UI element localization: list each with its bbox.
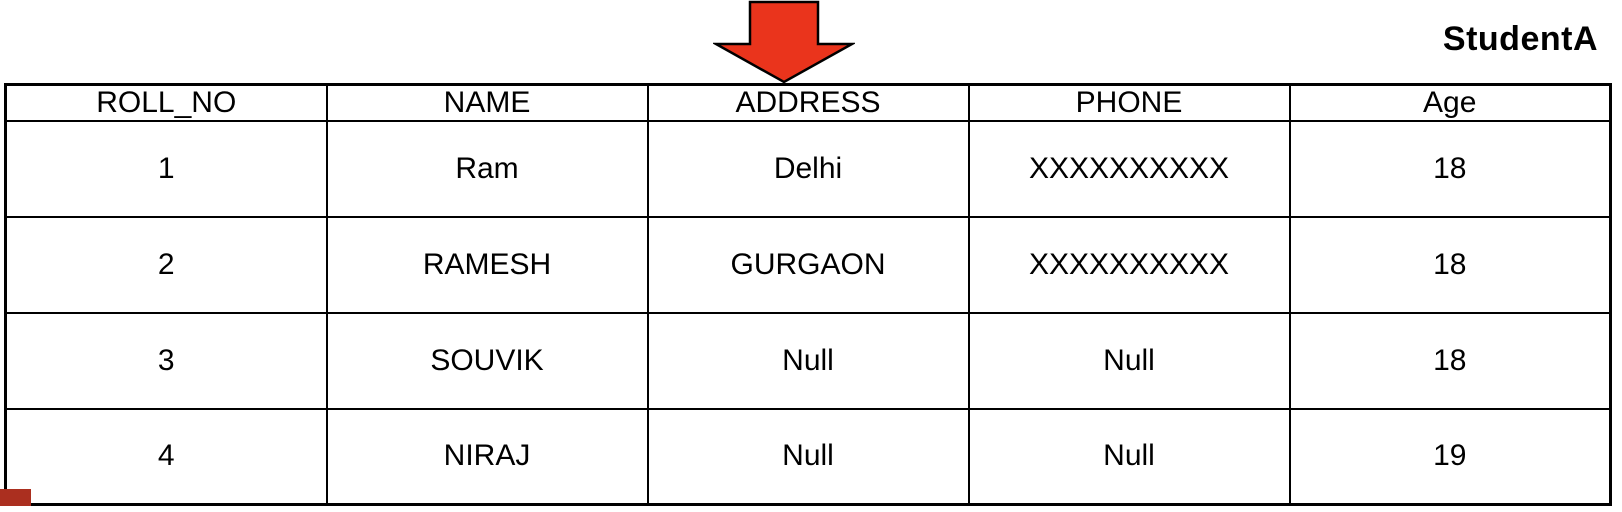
- table-body: 1 Ram Delhi XXXXXXXXXX 18 2 RAMESH GURGA…: [4, 120, 1612, 506]
- cell-phone: XXXXXXXXXX: [967, 120, 1291, 218]
- cell-roll-no: 4: [4, 407, 328, 506]
- cell-age: 18: [1288, 311, 1612, 410]
- cell-name: Ram: [325, 120, 649, 218]
- cell-roll-no: 1: [4, 120, 328, 218]
- cell-name: SOUVIK: [325, 311, 649, 410]
- cell-age: 19: [1288, 407, 1612, 506]
- cell-roll-no: 2: [4, 215, 328, 314]
- student-table: ROLL_NO NAME ADDRESS PHONE Age 1 Ram Del…: [4, 83, 1612, 506]
- cell-age: 18: [1288, 120, 1612, 218]
- cell-name: NIRAJ: [325, 407, 649, 506]
- column-header-age: Age: [1288, 83, 1612, 122]
- column-header-phone: PHONE: [967, 83, 1291, 122]
- cell-address: Null: [646, 311, 970, 410]
- header-row: ROLL_NO NAME ADDRESS PHONE Age: [4, 83, 1612, 122]
- cell-age: 18: [1288, 215, 1612, 314]
- column-header-address: ADDRESS: [646, 83, 970, 122]
- cell-name: RAMESH: [325, 215, 649, 314]
- column-header-roll-no: ROLL_NO: [4, 83, 328, 122]
- cell-phone: Null: [967, 407, 1291, 506]
- red-corner-square: [0, 489, 31, 506]
- cell-phone: XXXXXXXXXX: [967, 215, 1291, 314]
- cell-address: GURGAON: [646, 215, 970, 314]
- table-row: 1 Ram Delhi XXXXXXXXXX 18: [4, 120, 1612, 218]
- down-arrow-icon: [713, 0, 855, 84]
- table-row: 4 NIRAJ Null Null 19: [4, 407, 1612, 506]
- table-row: 2 RAMESH GURGAON XXXXXXXXXX 18: [4, 215, 1612, 314]
- table-header: ROLL_NO NAME ADDRESS PHONE Age: [4, 83, 1612, 122]
- column-header-name: NAME: [325, 83, 649, 122]
- cell-address: Delhi: [646, 120, 970, 218]
- table-title: StudentA: [1442, 20, 1598, 58]
- down-arrow-shape: [713, 0, 855, 84]
- cell-address: Null: [646, 407, 970, 506]
- cell-roll-no: 3: [4, 311, 328, 410]
- cell-phone: Null: [967, 311, 1291, 410]
- table-row: 3 SOUVIK Null Null 18: [4, 311, 1612, 410]
